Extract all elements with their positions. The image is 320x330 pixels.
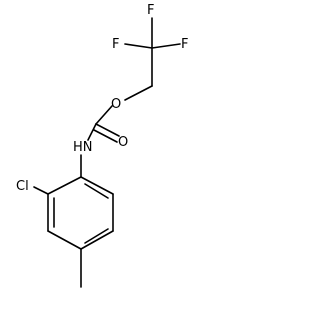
carbonyl-double-bond [93,123,120,143]
atom-o-ether: O [111,97,121,112]
atom-cl: Cl [16,179,29,194]
bond-carbonyl-n [87,123,97,141]
bond-cf3-f-left [124,43,153,49]
chemical-structure: F F F O O HN Cl [16,3,188,288]
atom-f-left: F [112,37,119,52]
atom-f-right: F [181,37,188,52]
bond-ring-cl [33,186,49,195]
atom-f-top: F [147,3,154,18]
trifluoromethyl-group [124,17,181,87]
bond-cf3-f-right [151,43,181,49]
benzene-ring [47,176,114,250]
bond-ch2-o [124,85,153,101]
bond-o-carbonyl-c [95,105,113,125]
atom-nh: HN [73,140,93,155]
atom-o-carbonyl: O [118,135,128,150]
